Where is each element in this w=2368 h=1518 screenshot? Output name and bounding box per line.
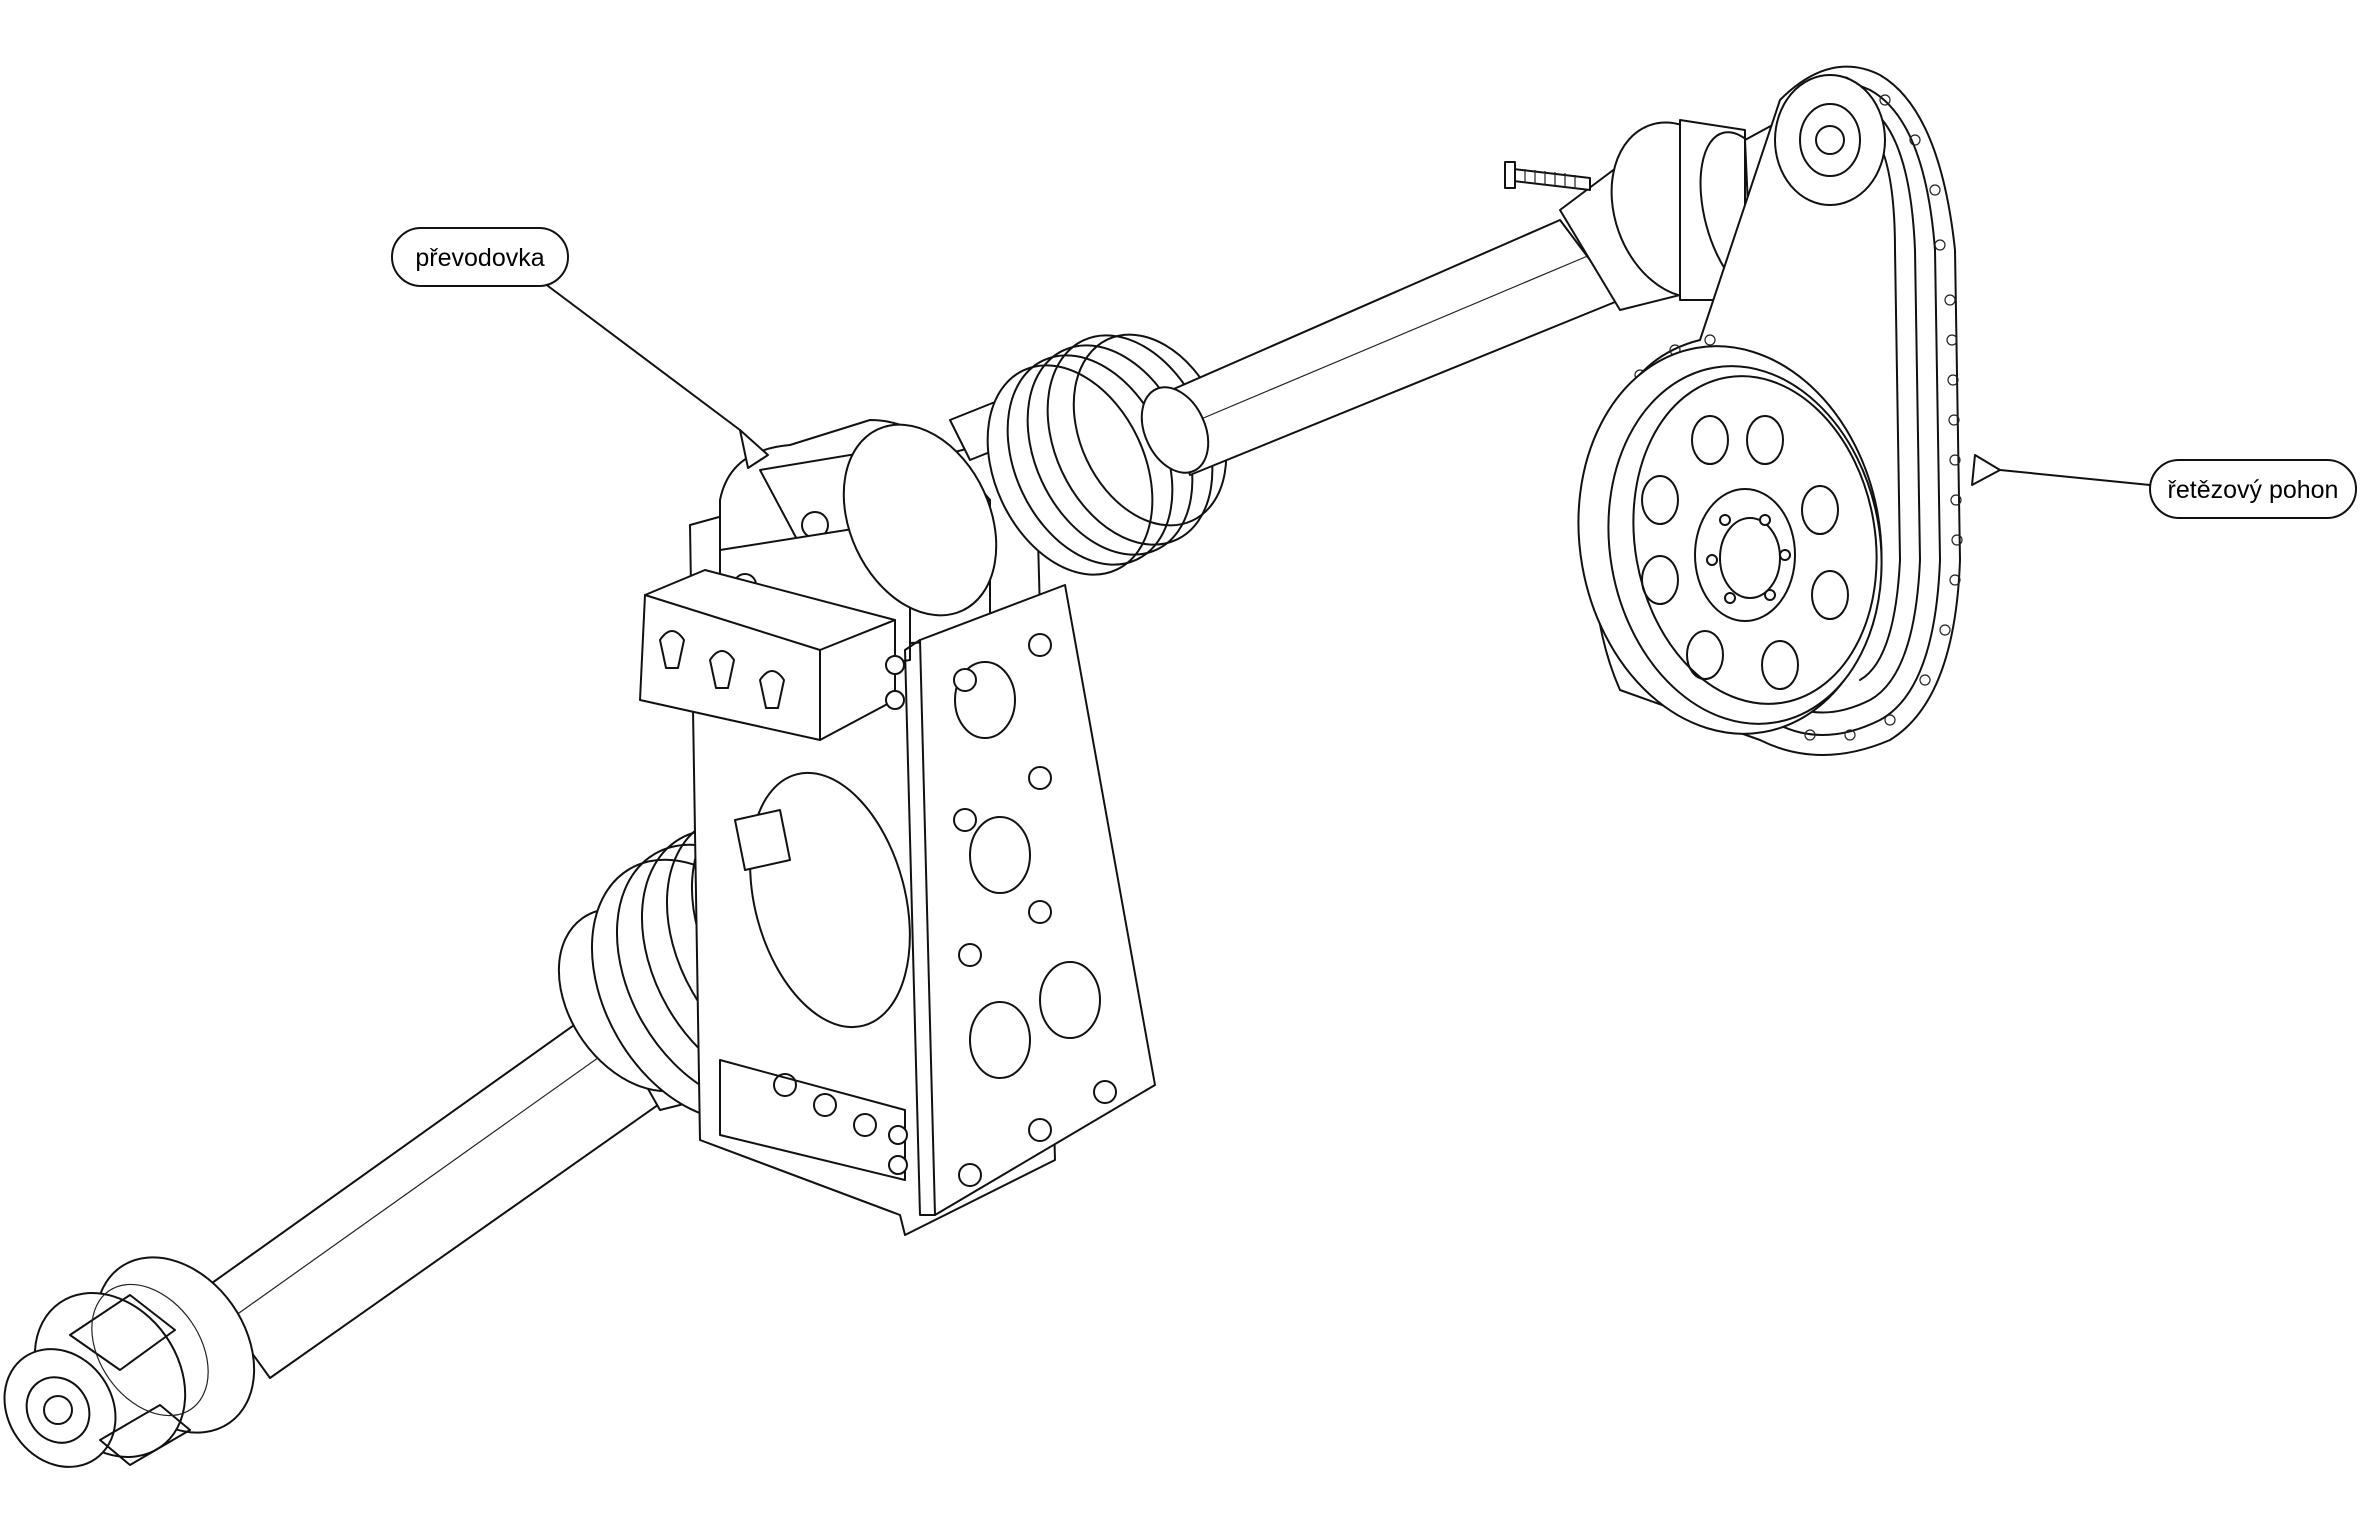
callout-gearbox-label: převodovka xyxy=(415,244,544,272)
side-plate xyxy=(904,584,1156,1216)
callout-gearbox-box xyxy=(391,227,569,287)
large-sprocket xyxy=(1577,345,1883,735)
callout-chain-drive-label: řetězový pohon xyxy=(2168,476,2339,504)
chain-drive xyxy=(1577,65,1963,756)
gearbox xyxy=(639,399,1156,1236)
mounting-bracket xyxy=(639,569,905,741)
universal-joint xyxy=(3,1256,256,1468)
drive-shaft-upper xyxy=(1140,219,1621,476)
callout-chain-drive-box xyxy=(2149,459,2357,519)
callout-gearbox: převodovka xyxy=(391,227,769,469)
threaded-rod xyxy=(1504,161,1591,191)
callout-chain-drive: řetězový pohon xyxy=(1971,454,2357,519)
